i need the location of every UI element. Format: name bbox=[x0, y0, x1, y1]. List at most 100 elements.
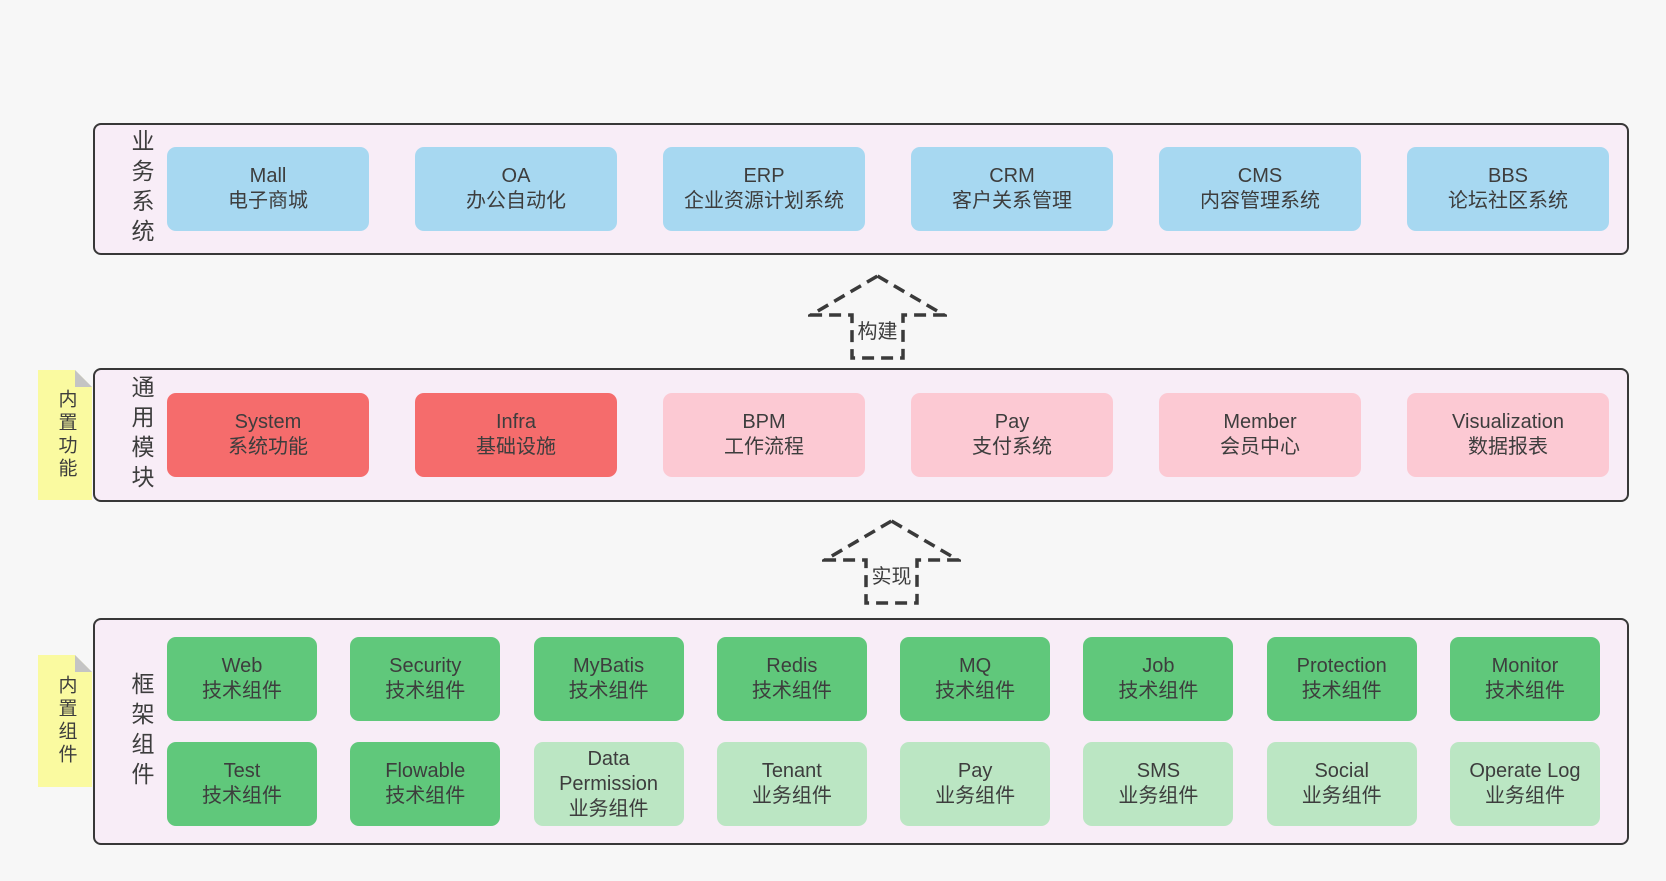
box-subtitle: 业务组件 bbox=[1301, 785, 1382, 807]
box-title: ERP bbox=[743, 165, 785, 187]
box-title: Mall bbox=[249, 165, 287, 187]
box-subtitle: 电子商城 bbox=[228, 190, 308, 212]
box-operate-log: Operate Log 业务组件 bbox=[1449, 742, 1600, 826]
box-title: OA bbox=[501, 165, 531, 187]
band-common-label: 通用模块 bbox=[128, 375, 154, 495]
box-infra: Infra 基础设施 bbox=[415, 393, 617, 477]
box-bpm: BPM 工作流程 bbox=[663, 393, 865, 477]
box-mq: MQ 技术组件 bbox=[900, 637, 1051, 721]
dashed-up-arrow-icon bbox=[808, 273, 947, 360]
box-subtitle: 业务组件 bbox=[1484, 785, 1565, 807]
box-title: Protection bbox=[1296, 655, 1387, 677]
box-subtitle: 办公自动化 bbox=[466, 190, 566, 212]
box-job: Job 技术组件 bbox=[1083, 637, 1234, 721]
box-title: BBS bbox=[1487, 165, 1529, 187]
box-title: MQ bbox=[959, 655, 992, 677]
box-title: Infra bbox=[495, 411, 537, 433]
box-subtitle: 技术组件 bbox=[1118, 680, 1199, 702]
box-subtitle: 业务组件 bbox=[935, 785, 1016, 807]
box-subtitle: 技术组件 bbox=[568, 680, 649, 702]
box-title: CRM bbox=[989, 165, 1035, 187]
band-business-row: Mall 电子商城 OA 办公自动化 ERP 企业资源计划系统 CRM 客户关系… bbox=[167, 147, 1609, 231]
box-title: System bbox=[234, 411, 302, 433]
box-title: Security bbox=[389, 655, 462, 677]
sticky-label: 内置组件 bbox=[55, 675, 77, 767]
sticky-note-builtin-components: 内置组件 bbox=[38, 655, 92, 787]
box-monitor: Monitor 技术组件 bbox=[1449, 637, 1600, 721]
box-title: BPM bbox=[742, 411, 786, 433]
box-subtitle: 技术组件 bbox=[1484, 680, 1565, 702]
box-system: System 系统功能 bbox=[167, 393, 369, 477]
box-title: Job bbox=[1142, 655, 1175, 677]
box-subtitle: 技术组件 bbox=[385, 680, 466, 702]
box-member: Member 会员中心 bbox=[1159, 393, 1361, 477]
framework-row-2: Test 技术组件 Flowable 技术组件 Data Permission … bbox=[167, 742, 1600, 826]
box-subtitle: 技术组件 bbox=[935, 680, 1016, 702]
band-framework-components: 框架组件 Web 技术组件 Security 技术组件 MyBatis 技术组件… bbox=[93, 618, 1629, 845]
box-title: Member bbox=[1223, 411, 1297, 433]
box-subtitle: 内容管理系统 bbox=[1200, 190, 1320, 212]
box-title: CMS bbox=[1237, 165, 1283, 187]
box-pay-component: Pay 业务组件 bbox=[900, 742, 1051, 826]
band-framework-label: 框架组件 bbox=[128, 671, 154, 792]
box-subtitle: 基础设施 bbox=[476, 436, 556, 458]
box-subtitle: 支付系统 bbox=[972, 436, 1052, 458]
box-social: Social 业务组件 bbox=[1266, 742, 1417, 826]
box-security: Security 技术组件 bbox=[350, 637, 501, 721]
box-web: Web 技术组件 bbox=[167, 637, 317, 721]
box-data-permission: Data Permission 业务组件 bbox=[533, 742, 684, 826]
box-protection: Protection 技术组件 bbox=[1266, 637, 1417, 721]
box-title: Tenant bbox=[761, 760, 822, 782]
box-subtitle: 企业资源计划系统 bbox=[684, 190, 844, 212]
box-pay-system: Pay 支付系统 bbox=[911, 393, 1113, 477]
box-subtitle: 业务组件 bbox=[568, 797, 649, 820]
box-cms: CMS 内容管理系统 bbox=[1159, 147, 1361, 231]
framework-row-1: Web 技术组件 Security 技术组件 MyBatis 技术组件 Redi… bbox=[167, 637, 1600, 721]
box-subtitle: 系统功能 bbox=[228, 436, 308, 458]
box-mybatis: MyBatis 技术组件 bbox=[533, 637, 684, 721]
band-common-row: System 系统功能 Infra 基础设施 BPM 工作流程 Pay 支付系统… bbox=[167, 393, 1609, 477]
box-subtitle: 技术组件 bbox=[385, 785, 466, 807]
box-subtitle: 工作流程 bbox=[724, 436, 804, 458]
box-title: SMS bbox=[1136, 760, 1181, 782]
box-visualization: Visualization 数据报表 bbox=[1407, 393, 1609, 477]
band-business-systems: 业务系统 Mall 电子商城 OA 办公自动化 ERP 企业资源计划系统 CRM… bbox=[93, 123, 1629, 255]
box-subtitle: 业务组件 bbox=[751, 785, 832, 807]
box-title: Pay bbox=[994, 411, 1030, 433]
box-subtitle: 数据报表 bbox=[1468, 436, 1548, 458]
arrow-implement-label: 实现 bbox=[868, 560, 915, 589]
box-erp: ERP 企业资源计划系统 bbox=[663, 147, 865, 231]
sticky-label: 内置功能 bbox=[55, 389, 77, 481]
box-title: Web bbox=[221, 655, 263, 677]
box-subtitle: 技术组件 bbox=[751, 680, 832, 702]
sticky-note-builtin-features: 内置功能 bbox=[38, 370, 92, 500]
box-title: Visualization bbox=[1452, 411, 1564, 433]
band-business-label: 业务系统 bbox=[128, 129, 154, 249]
box-title: Flowable bbox=[385, 760, 466, 782]
box-subtitle: 技术组件 bbox=[202, 785, 282, 807]
box-title: Data Permission bbox=[559, 747, 659, 795]
box-bbs: BBS 论坛社区系统 bbox=[1407, 147, 1609, 231]
box-title: Monitor bbox=[1491, 655, 1559, 677]
box-title: Redis bbox=[766, 655, 818, 677]
box-oa: OA 办公自动化 bbox=[415, 147, 617, 231]
box-title: Test bbox=[223, 760, 261, 782]
box-subtitle: 会员中心 bbox=[1220, 436, 1300, 458]
box-title: MyBatis bbox=[573, 655, 645, 677]
arrow-build-label: 构建 bbox=[854, 315, 901, 344]
box-subtitle: 客户关系管理 bbox=[952, 190, 1072, 212]
box-crm: CRM 客户关系管理 bbox=[911, 147, 1113, 231]
dashed-up-arrow-icon bbox=[822, 518, 961, 605]
box-subtitle: 业务组件 bbox=[1118, 785, 1199, 807]
box-title: Operate Log bbox=[1469, 760, 1581, 782]
box-redis: Redis 技术组件 bbox=[716, 637, 867, 721]
box-mall: Mall 电子商城 bbox=[167, 147, 369, 231]
band-common-modules: 通用模块 System 系统功能 Infra 基础设施 BPM 工作流程 Pay… bbox=[93, 368, 1629, 502]
arrow-build: 构建 bbox=[808, 273, 947, 361]
arrow-implement: 实现 bbox=[822, 518, 961, 606]
band-framework-rows: Web 技术组件 Security 技术组件 MyBatis 技术组件 Redi… bbox=[167, 637, 1600, 826]
box-flowable: Flowable 技术组件 bbox=[350, 742, 501, 826]
box-tenant: Tenant 业务组件 bbox=[716, 742, 867, 826]
box-sms: SMS 业务组件 bbox=[1083, 742, 1234, 826]
box-subtitle: 技术组件 bbox=[1301, 680, 1382, 702]
